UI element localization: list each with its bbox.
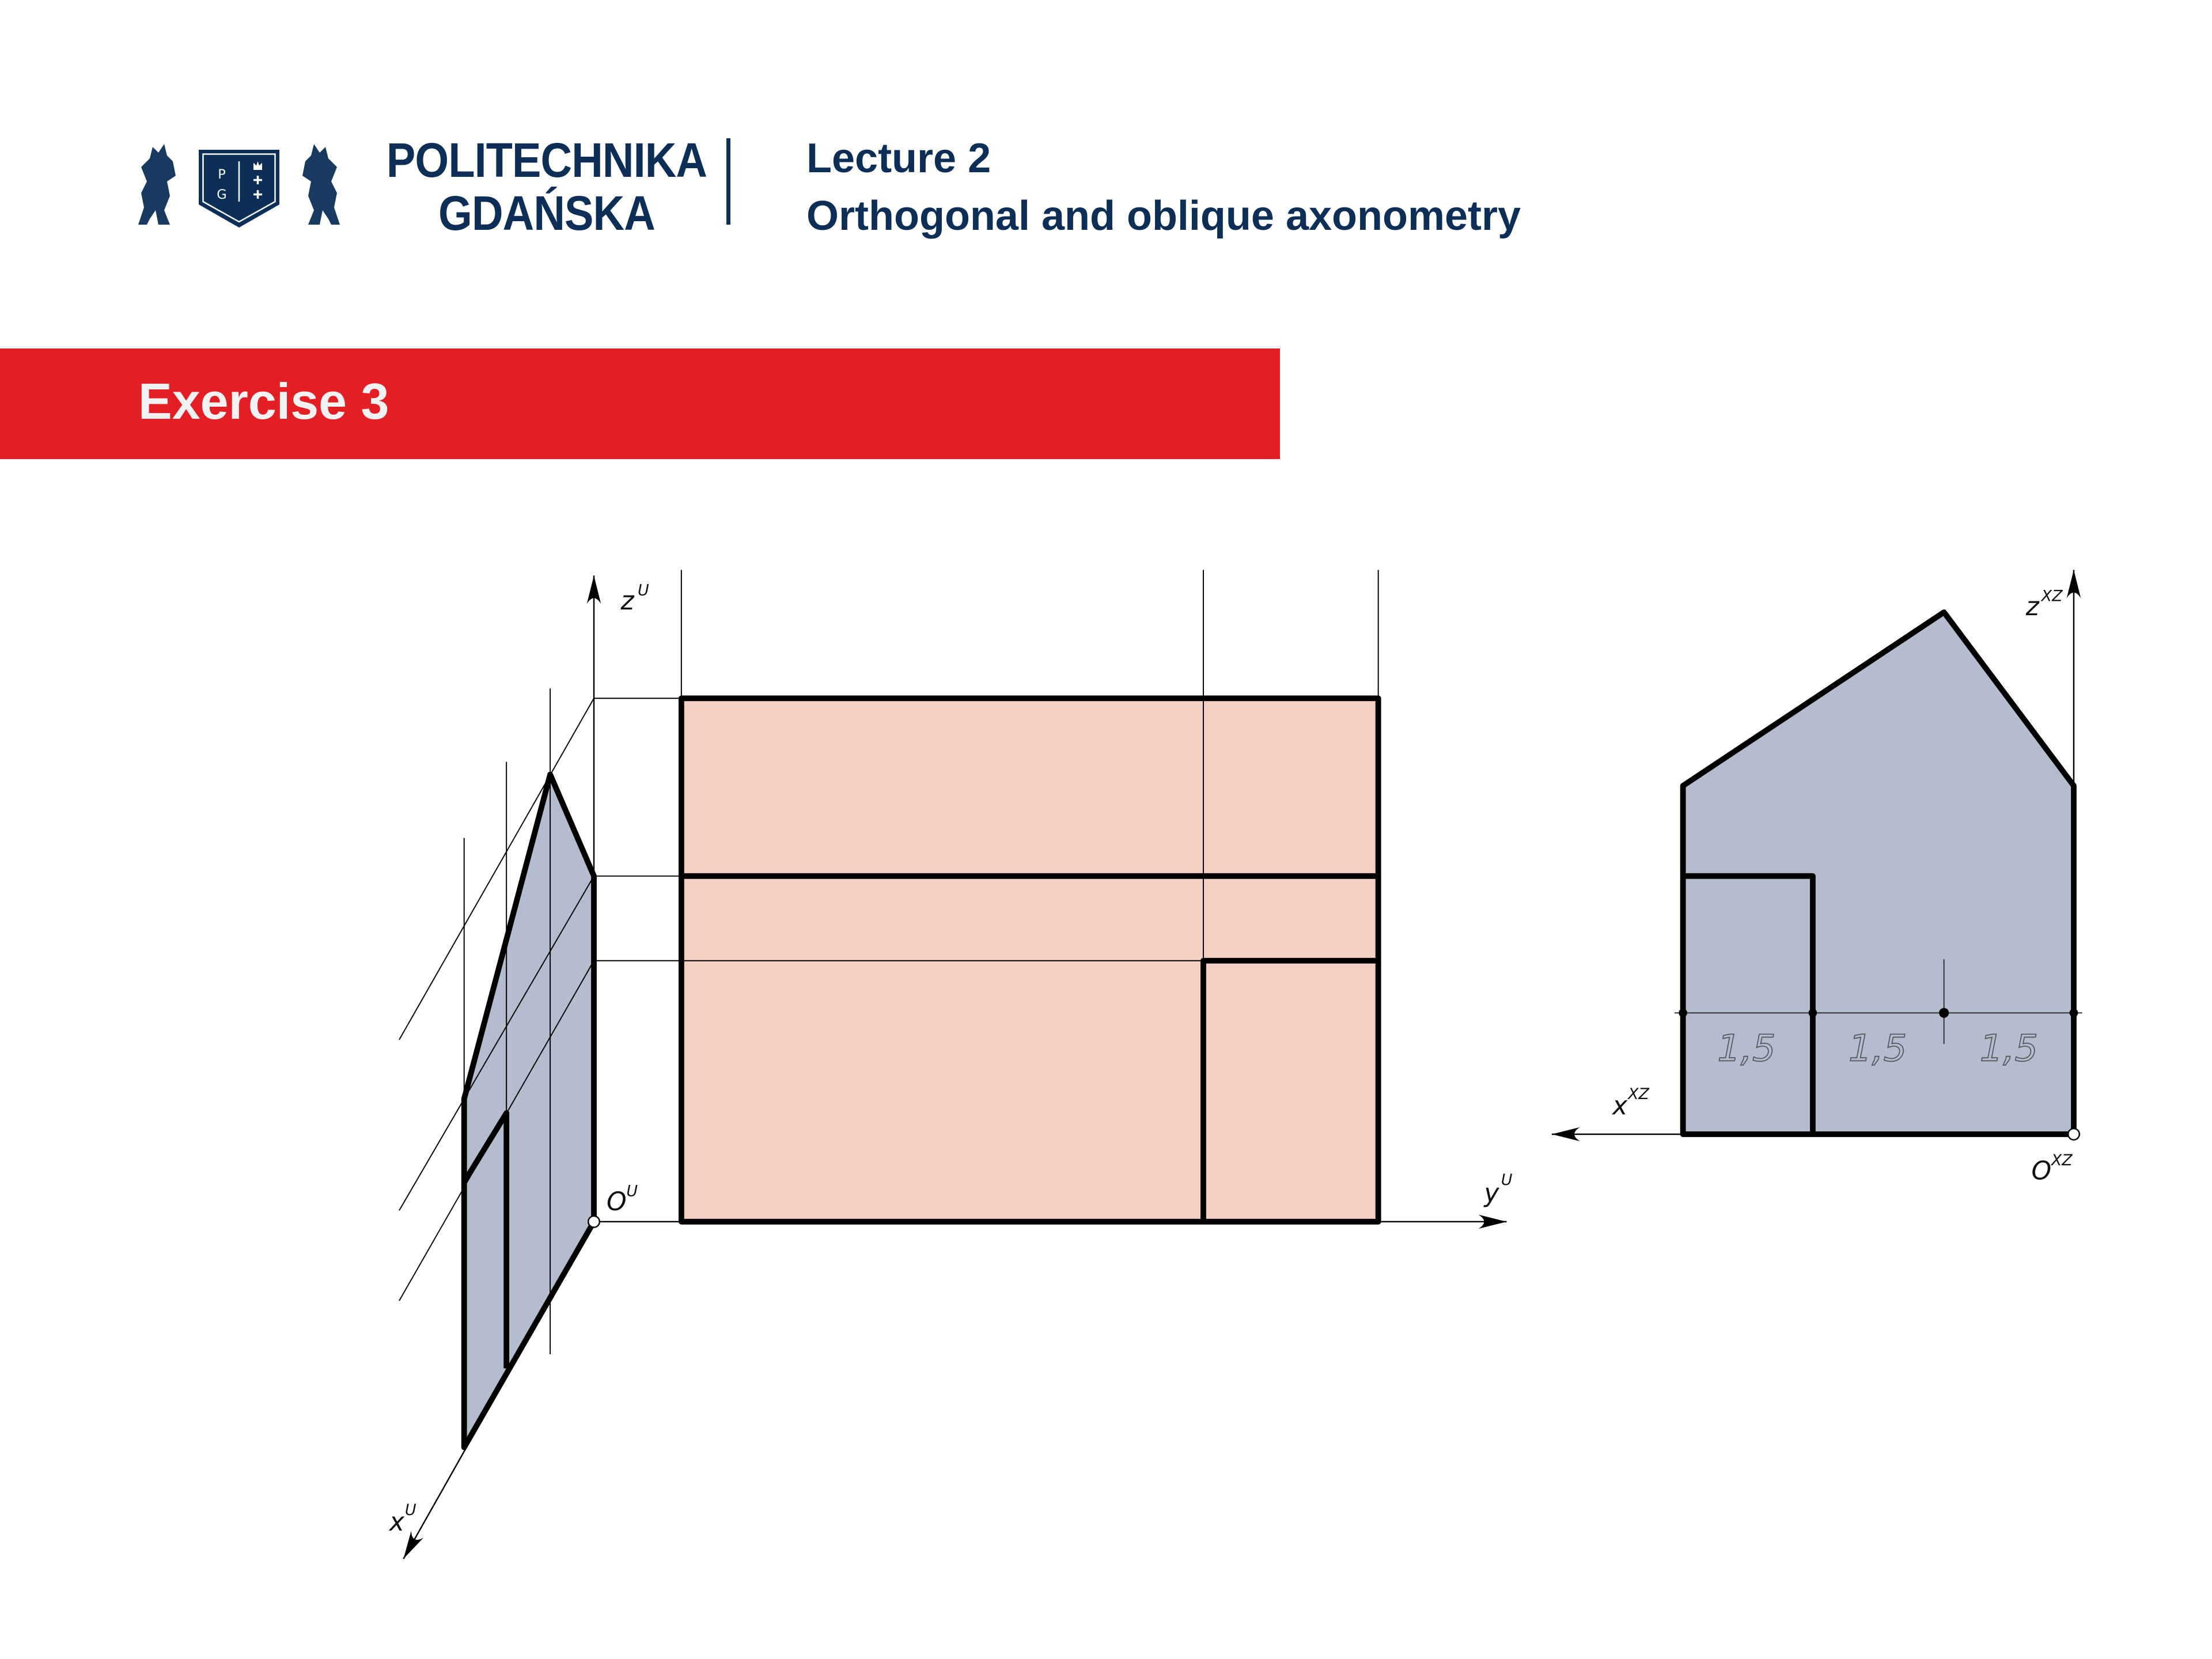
x-axis-label: x <box>388 1508 405 1537</box>
lecture-number: Lecture 2 <box>806 135 991 181</box>
z-xz-axis-label: z <box>2025 592 2040 622</box>
svg-text:P: P <box>218 167 226 182</box>
house-face-bluegray <box>1683 612 2074 1134</box>
y-axis-label: y <box>1483 1179 1499 1209</box>
origin-point <box>588 1215 601 1228</box>
exercise-title: Exercise 3 <box>138 373 389 430</box>
lecture-heading: Lecture 2 Orthogonal and oblique axonome… <box>806 130 1521 245</box>
university-name-line1: POLITECHNIKA <box>386 133 707 187</box>
house-outline <box>1680 609 2077 1137</box>
lecture-title: Orthogonal and oblique axonometry <box>806 193 1521 239</box>
dimension-label-2: 1,5 <box>1849 1028 1907 1070</box>
university-name: POLITECHNIKA GDAŃSKA <box>369 134 725 240</box>
crosses-icon <box>253 176 262 199</box>
z-axis-label-sup: U <box>638 581 649 599</box>
origin-label-sup: U <box>626 1183 638 1200</box>
x-xz-axis-label-sup: XZ <box>1627 1085 1649 1103</box>
origin-xz-label-sup: XZ <box>2050 1152 2073 1169</box>
exercise-banner: Exercise 3 <box>0 349 1280 459</box>
dimension-label-1: 1,5 <box>1717 1028 1775 1070</box>
axonometric-view: z U y U x U O U <box>388 570 1513 1559</box>
right-lion-icon <box>302 144 340 225</box>
dimension-lines <box>1674 959 2082 1044</box>
university-logo: P G <box>138 144 340 228</box>
outline-lines <box>461 695 1381 1450</box>
z-xz-axis-label-sup: XZ <box>2040 587 2063 605</box>
svg-text:G: G <box>217 187 226 202</box>
z-axis-label: z <box>620 586 635 616</box>
origin-label: O <box>607 1187 627 1217</box>
x-axis-label-sup: U <box>405 1501 416 1519</box>
side-view: 1,5 1,5 1,5 z XZ x XZ O XZ <box>1551 570 2082 1185</box>
left-lion-icon <box>138 144 176 225</box>
origin-xz-label: O <box>2032 1156 2052 1185</box>
header-divider <box>726 138 730 225</box>
origin-xz-point <box>2067 1127 2081 1141</box>
crown-icon <box>253 161 262 170</box>
x-xz-axis-label: x <box>1611 1092 1628 1121</box>
dimension-label-3: 1,5 <box>1980 1028 2038 1070</box>
side-face-bluegray <box>464 774 594 1448</box>
y-axis-label-sup: U <box>1501 1171 1513 1189</box>
university-name-line2: GDAŃSKA <box>438 186 656 240</box>
